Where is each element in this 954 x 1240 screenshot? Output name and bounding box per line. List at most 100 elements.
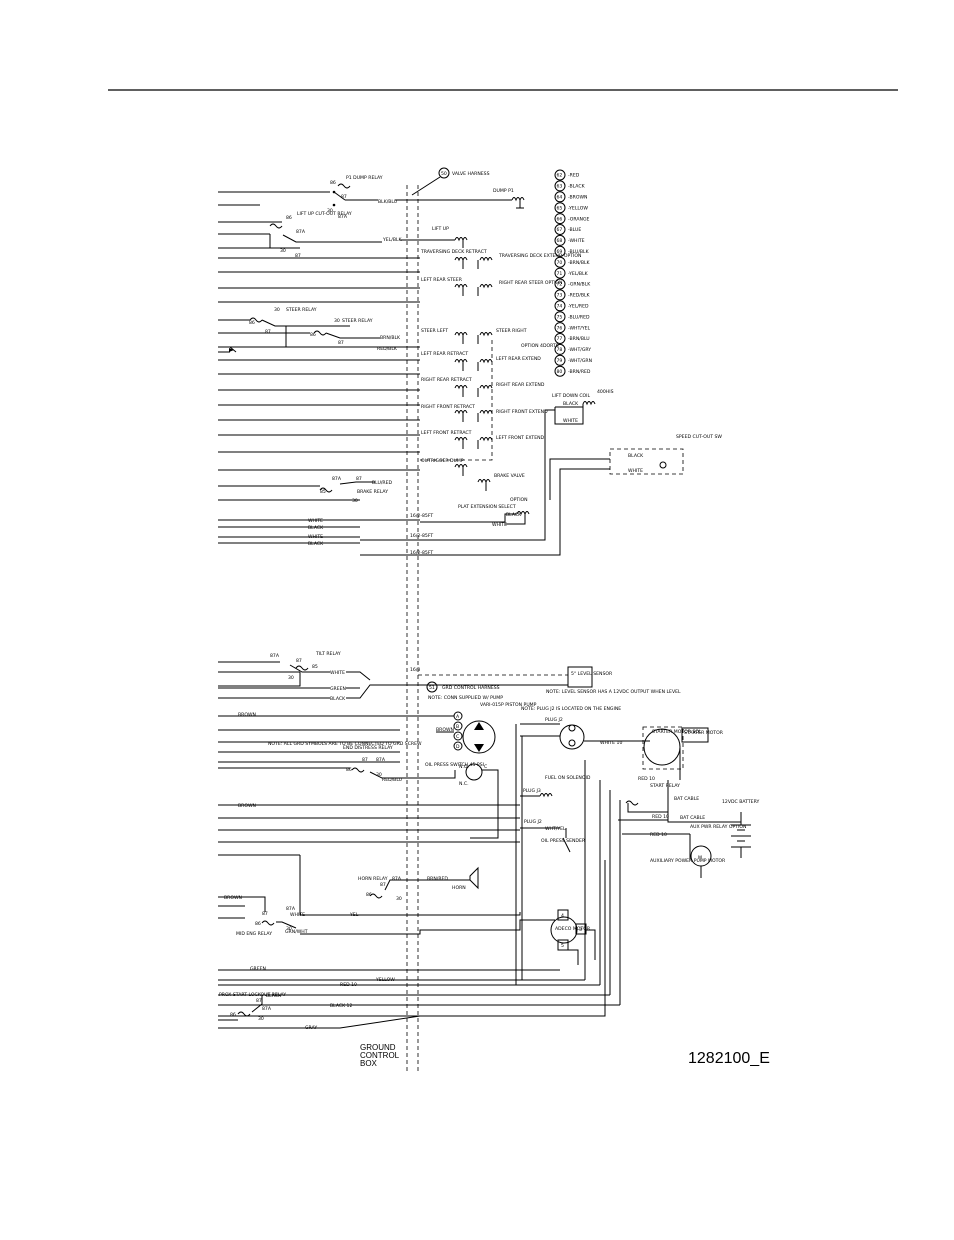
legend-number: 65 xyxy=(557,205,563,211)
svg-text:TRAVERSING DECK EXTEND OPTION: TRAVERSING DECK EXTEND OPTION xyxy=(498,253,581,259)
legend-number-circle xyxy=(554,180,566,192)
svg-text:PROX START LOCKOUT RELAY: PROX START LOCKOUT RELAY xyxy=(219,992,286,998)
svg-text:PLUG J3: PLUG J3 xyxy=(523,788,541,794)
legend-number: 76 xyxy=(557,325,563,331)
legend-number: 66 xyxy=(557,216,563,222)
svg-text:GRN/WHT: GRN/WHT xyxy=(285,929,308,935)
valve-harness-tag xyxy=(438,167,450,179)
legend-entry: 67-BLUE xyxy=(554,224,581,235)
legend-number-circle xyxy=(554,213,566,225)
svg-text:87A: 87A xyxy=(270,653,280,659)
svg-text:C: C xyxy=(456,734,459,740)
legend-color: -GRN/BLK xyxy=(568,282,591,288)
svg-text:87: 87 xyxy=(338,340,344,346)
svg-text:87A: 87A xyxy=(296,229,306,235)
dump-p1-label: DUMP P1 xyxy=(493,188,514,194)
svg-text:NOTE: LEVEL SENSOR HAS A 12VDC: NOTE: LEVEL SENSOR HAS A 12VDC OUTPUT WH… xyxy=(546,689,681,695)
coil-row-5: RIGHT REAR RETRACT RIGHT REAR EXTEND xyxy=(421,377,545,397)
svg-text:OIL PRESS SWITCH 45 PSI: OIL PRESS SWITCH 45 PSI xyxy=(425,762,484,768)
legend-color: -YELLOW xyxy=(568,205,588,211)
svg-text:86: 86 xyxy=(286,215,292,221)
svg-text:LIFT UP CUT-OUT RELAY: LIFT UP CUT-OUT RELAY xyxy=(297,211,352,217)
wire-black-tilt: BLACK xyxy=(330,696,346,702)
svg-text:BLACK 12: BLACK 12 xyxy=(330,1003,352,1009)
legend-entry: 62-RED xyxy=(554,169,580,181)
aux-pwr-relay: AUX PWR RELAY OPTION RED 10 RED 10 xyxy=(618,814,747,860)
grd-harness-tag xyxy=(426,681,438,693)
fuel-on-solenoid: FUEL ON SOLENOID PLUG J3 xyxy=(520,775,591,798)
legend-number-circle xyxy=(554,354,566,366)
lift-up-label: LIFT UP xyxy=(432,226,449,232)
legend-number-circle xyxy=(554,289,566,301)
wire-red-blu: RED/BLU xyxy=(382,777,402,783)
legend-number: 80 xyxy=(557,369,563,375)
svg-text:FUEL ON SOLENOID: FUEL ON SOLENOID xyxy=(545,775,591,781)
legend-entry: 76-WHT/YEL xyxy=(554,322,591,334)
legend-color: -YEL/BLK xyxy=(568,271,589,277)
legend-number: 63 xyxy=(557,184,563,190)
svg-text:PLUG J2: PLUG J2 xyxy=(545,717,563,723)
svg-text:SPEED CUT-OUT SW: SPEED CUT-OUT SW xyxy=(676,434,722,440)
lift-down-coil: LIFT DOWN COIL 400HIS BLACK WHITE xyxy=(552,389,614,425)
legend-color: -BRN/BLK xyxy=(568,260,591,266)
svg-text:PLUG J2: PLUG J2 xyxy=(524,819,542,825)
wire-color-legend: 62-RED63-BLACK64-BROWN65-YELLOW66-ORANGE… xyxy=(554,169,592,377)
coil-row-9: BRAKE VALVE xyxy=(477,473,525,491)
svg-text:LEFT REAR RETRACT: LEFT REAR RETRACT xyxy=(421,351,468,357)
legend-number: 71 xyxy=(557,271,563,277)
engine-plug-j2: PLUG J2 WHITE 10 xyxy=(515,717,650,985)
horn-relay: HORN RELAY 87 87A 86 30 xyxy=(299,855,470,916)
legend-number: 69 xyxy=(557,249,563,255)
svg-text:30: 30 xyxy=(376,772,382,778)
svg-text:GREEN: GREEN xyxy=(250,966,266,972)
coil-row-7: LEFT FRONT RETRACT LEFT FRONT EXTEND xyxy=(421,430,545,449)
p1-dump-relay: 86 87 30 87A P1 DUMP RELAY xyxy=(327,175,383,220)
legend-entry: 78-WHT/GRY xyxy=(554,343,591,355)
legend-number: 74 xyxy=(557,304,563,310)
legend-entry: 73-RED/BLK xyxy=(554,289,591,301)
svg-text:87: 87 xyxy=(265,329,271,335)
svg-text:87: 87 xyxy=(295,253,301,259)
steer-relays: 30 STEER RELAY 86 87 30 STEER RELAY 86 8… xyxy=(229,307,380,353)
svg-text:12VDC BATTERY: 12VDC BATTERY xyxy=(722,799,759,805)
wire-blu-red: BLU/RED xyxy=(372,480,392,486)
svg-text:87A: 87A xyxy=(376,757,386,763)
svg-text:87: 87 xyxy=(380,882,386,888)
svg-text:WHITE: WHITE xyxy=(308,518,323,524)
svg-text:STARTER MOTOR SOL: STARTER MOTOR SOL xyxy=(652,729,702,735)
svg-text:86: 86 xyxy=(310,332,316,338)
svg-text:87A: 87A xyxy=(392,876,402,882)
legend-number-circle xyxy=(554,224,566,235)
svg-text:5: 5 xyxy=(561,943,564,949)
svg-text:30: 30 xyxy=(327,208,333,214)
svg-text:BROWN: BROWN xyxy=(224,895,242,901)
oil-press-sender: OIL PRESS SENDER xyxy=(541,828,586,853)
plug-j2: PLUG J2 WHT/YEL xyxy=(520,819,566,832)
svg-text:WHITE: WHITE xyxy=(308,534,323,540)
svg-text:86: 86 xyxy=(330,180,336,186)
upper-cables: WHITE BLACK WHITE BLACK 16/2-85FT 16/2-8… xyxy=(218,513,433,556)
svg-text:BLACK: BLACK xyxy=(308,525,324,531)
piston-pump: VARI-015P PISTON PUMP A B C D BROWN xyxy=(218,702,537,754)
svg-text:LEFT REAR EXTEND: LEFT REAR EXTEND xyxy=(496,356,541,362)
legend-entry: 80-BRN/RED xyxy=(554,365,591,377)
svg-text:RIGHT REAR RETRACT: RIGHT REAR RETRACT xyxy=(421,377,472,383)
valve-harness-number: 50 xyxy=(441,171,447,177)
svg-text:87: 87 xyxy=(341,194,347,200)
svg-text:BAT CABLE: BAT CABLE xyxy=(674,796,699,802)
svg-text:87: 87 xyxy=(256,998,262,1004)
upper-feed-wires xyxy=(218,191,420,501)
svg-text:30: 30 xyxy=(286,926,292,932)
svg-text:WHT/YEL: WHT/YEL xyxy=(545,826,566,832)
legend-entry: 63-BLACK xyxy=(554,180,586,192)
svg-text:OPTION: OPTION xyxy=(510,497,528,503)
svg-text:BLACK: BLACK xyxy=(308,541,324,547)
legend-color: -BLU/RED xyxy=(568,314,590,320)
svg-text:30: 30 xyxy=(288,675,294,681)
svg-text:PLAT EXTENSION SELECT: PLAT EXTENSION SELECT xyxy=(458,504,516,510)
coil-row-8: OUTRIGGER DUMP xyxy=(421,458,468,476)
horn: HORN xyxy=(452,866,479,891)
cable-16-3: 16/3 xyxy=(410,667,420,673)
valve-coil-stack: TRAVERSING DECK RETRACT TRAVERSING DECK … xyxy=(420,249,581,491)
svg-text:16/2-85FT: 16/2-85FT xyxy=(410,533,433,539)
